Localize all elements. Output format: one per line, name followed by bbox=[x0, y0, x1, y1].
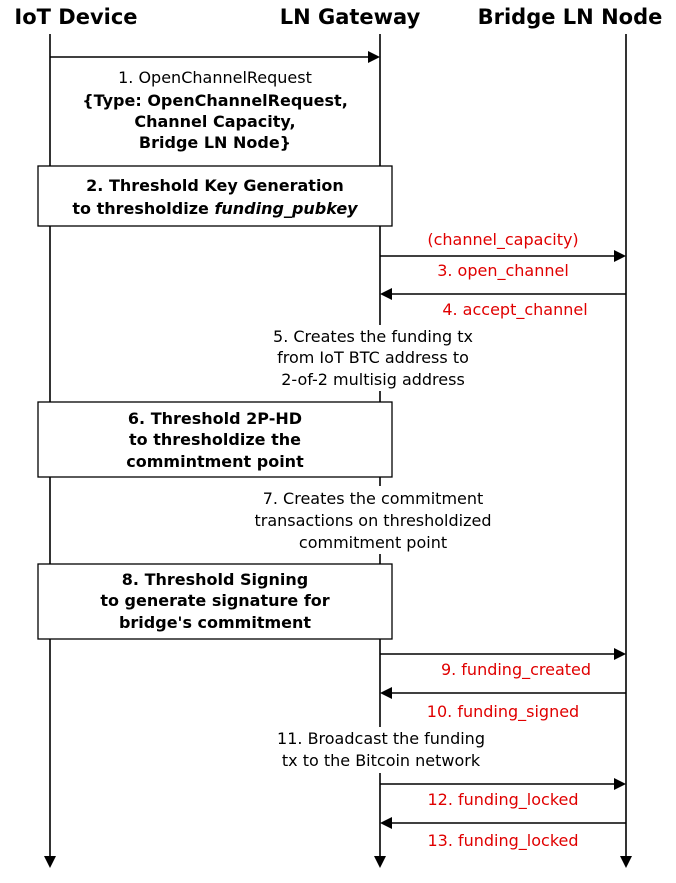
step7-line1: 7. Creates the commitment bbox=[263, 489, 484, 508]
lifeline-iot-end-arrow bbox=[44, 856, 56, 868]
step5-line1: 5. Creates the funding tx bbox=[273, 327, 473, 346]
step8-line3: bridge's commitment bbox=[119, 613, 311, 632]
step3-label: 3. open_channel bbox=[437, 261, 569, 281]
participant-iot-device: IoT Device bbox=[14, 5, 137, 29]
step5-line3: 2-of-2 multisig address bbox=[281, 370, 465, 389]
step1-field-bridge: Bridge LN Node} bbox=[139, 133, 291, 152]
step13-label: 13. funding_locked bbox=[427, 831, 578, 851]
step7-label-bg bbox=[235, 486, 515, 554]
step6-line3: commintment point bbox=[126, 452, 304, 471]
step2-box bbox=[37, 165, 393, 227]
arrowhead-funding-signed bbox=[380, 687, 392, 699]
step1-field-type: {Type: OpenChannelRequest, bbox=[82, 91, 348, 110]
step6-box bbox=[37, 401, 393, 478]
lifeline-bridge-end-arrow bbox=[620, 856, 632, 868]
channel-capacity-param: (channel_capacity) bbox=[427, 230, 578, 250]
step5-line2: from IoT BTC address to bbox=[277, 348, 469, 367]
step11-line1: 11. Broadcast the funding bbox=[277, 729, 485, 748]
step8-box bbox=[37, 563, 393, 640]
step1-field-capacity: Channel Capacity, bbox=[134, 112, 295, 131]
arrowhead-funding-locked-12 bbox=[614, 778, 626, 790]
step2-line2-prefix: to thresholdize bbox=[72, 199, 214, 218]
step7-line3: commitment point bbox=[299, 533, 447, 552]
lifeline-gateway-end-arrow bbox=[374, 856, 386, 868]
step8-line2: to generate signature for bbox=[100, 591, 329, 610]
step2-line2: to thresholdize funding_pubkey bbox=[72, 199, 358, 218]
arrowhead-funding-created bbox=[614, 648, 626, 660]
step2-line1: 2. Threshold Key Generation bbox=[86, 176, 344, 195]
step4-label: 4. accept_channel bbox=[442, 300, 587, 320]
arrowhead-open-channel-request bbox=[368, 51, 380, 63]
step1-title: 1. OpenChannelRequest bbox=[118, 68, 312, 87]
step2-line2-italic: funding_pubkey bbox=[214, 199, 358, 218]
participant-ln-gateway: LN Gateway bbox=[280, 5, 421, 29]
arrowhead-accept-channel bbox=[380, 288, 392, 300]
step6-line1: 6. Threshold 2P-HD bbox=[128, 409, 302, 428]
step7-line2: transactions on thresholdized bbox=[254, 511, 491, 530]
step1-label-bg bbox=[70, 66, 370, 154]
step8-line1: 8. Threshold Signing bbox=[122, 570, 308, 589]
step9-label: 9. funding_created bbox=[441, 660, 591, 680]
arrowhead-open-channel bbox=[614, 250, 626, 262]
step10-label: 10. funding_signed bbox=[427, 702, 579, 722]
step6-line2: to thresholdize the bbox=[129, 430, 301, 449]
arrowhead-funding-locked-13 bbox=[380, 817, 392, 829]
step11-label-bg bbox=[255, 727, 505, 773]
step12-label: 12. funding_locked bbox=[427, 790, 578, 810]
participant-bridge-ln-node: Bridge LN Node bbox=[478, 5, 663, 29]
step11-line2: tx to the Bitcoin network bbox=[282, 751, 481, 770]
step5-label-bg bbox=[255, 325, 505, 391]
